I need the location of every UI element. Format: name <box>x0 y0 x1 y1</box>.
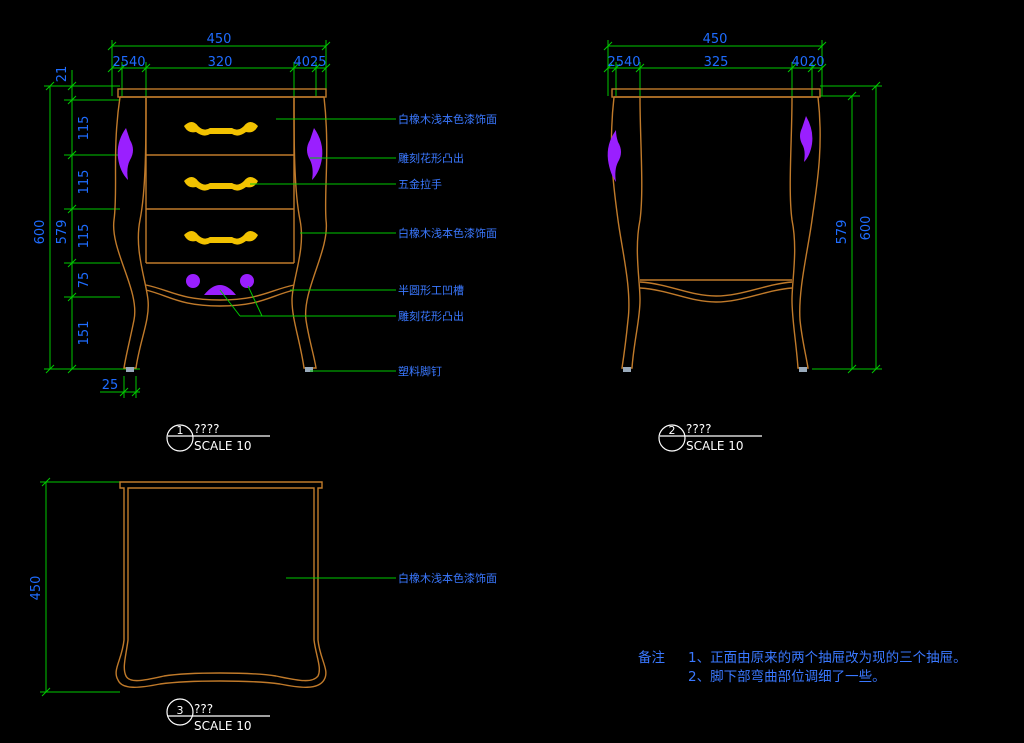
dim-total-600: 600 <box>33 220 48 245</box>
view-label-2: 2 ???? SCALE 10 <box>658 422 762 453</box>
front-elevation-view: 450 2540 320 4025 21 115 115 115 75 151 … <box>33 32 497 453</box>
dim-overall-width: 450 <box>207 32 232 47</box>
dim-total-579: 579 <box>55 220 70 245</box>
dim-drawer3-115: 115 <box>77 224 92 249</box>
view-scale-2: SCALE 10 <box>686 439 744 453</box>
plan-outline <box>115 481 327 688</box>
front-left-dimensions: 21 115 115 115 75 151 600 579 25 <box>33 66 141 398</box>
note-carving-2: 雕刻花形凸出 <box>398 309 464 323</box>
note-foot-pad: 塑料脚钉 <box>398 364 442 378</box>
drawer-handles <box>184 122 258 245</box>
side-dim-600: 600 <box>859 216 874 241</box>
front-top-dimensions: 450 2540 320 4025 <box>107 32 331 100</box>
dim-drawer2-115: 115 <box>77 170 92 195</box>
plan-dim-450: 450 <box>29 576 44 601</box>
side-dim-right-segment: 4020 <box>791 55 824 70</box>
handle-1-icon <box>184 122 258 136</box>
dim-legs-151: 151 <box>77 321 92 346</box>
plan-dimensions: 450 <box>29 477 120 697</box>
note-finish-1: 白橡木浅本色漆饰面 <box>398 112 497 126</box>
view-number-1: 1 <box>177 424 184 437</box>
side-dim-left-segment: 2540 <box>607 55 640 70</box>
handle-2-icon <box>184 177 258 191</box>
dim-drawer1-115: 115 <box>77 116 92 141</box>
dim-top-21: 21 <box>55 66 70 83</box>
handle-3-icon <box>184 231 258 245</box>
remarks-line-1: 1、正面由原来的两个抽屉改为现的三个抽屉。 <box>688 650 967 666</box>
view-label-3: 3 ??? SCALE 10 <box>166 698 270 733</box>
remarks-prefix: 备注 <box>638 649 665 666</box>
carved-ornaments <box>117 128 323 295</box>
note-finish-2: 白橡木浅本色漆饰面 <box>398 226 497 240</box>
view-number-3: 3 <box>177 704 184 717</box>
side-elevation-view: 450 2540 325 4020 579 600 <box>603 32 882 453</box>
view-title-1: ???? <box>194 422 219 436</box>
remarks-line-2: 2、脚下部弯曲部位调细了一些。 <box>688 668 886 685</box>
note-handle: 五金拉手 <box>398 177 442 191</box>
front-leaders: 白橡木浅本色漆饰面 雕刻花形凸出 五金拉手 白橡木浅本色漆饰面 半圆形工凹槽 雕… <box>219 112 497 378</box>
view-label-1: 1 ???? SCALE 10 <box>166 422 270 453</box>
plan-leader: 白橡木浅本色漆饰面 <box>286 571 497 585</box>
side-top-dimensions: 450 2540 325 4020 <box>603 32 827 100</box>
view-scale-1: SCALE 10 <box>194 439 252 453</box>
plan-note-finish: 白橡木浅本色漆饰面 <box>398 571 497 585</box>
dim-foot-25: 25 <box>102 378 119 393</box>
dim-apron-75: 75 <box>77 272 92 289</box>
note-groove: 半圆形工凹槽 <box>398 283 464 297</box>
side-dim-middle-segment: 325 <box>704 55 729 70</box>
plan-view: 450 白橡木浅本色漆饰面 3 ??? SCALE 10 <box>29 477 497 733</box>
side-cabinet-outline <box>607 88 821 372</box>
dim-middle-segment: 320 <box>208 55 233 70</box>
view-title-3: ??? <box>194 702 213 716</box>
view-scale-3: SCALE 10 <box>194 719 252 733</box>
view-title-2: ???? <box>686 422 711 436</box>
side-dim-579: 579 <box>835 220 850 245</box>
side-right-dimensions: 579 600 <box>812 81 882 374</box>
dim-left-segment: 2540 <box>112 55 145 70</box>
side-dim-overall-width: 450 <box>703 32 728 47</box>
note-carving-1: 雕刻花形凸出 <box>398 151 464 165</box>
front-cabinet-outline <box>112 88 328 372</box>
remarks-block: 备注 1、正面由原来的两个抽屉改为现的三个抽屉。 2、脚下部弯曲部位调细了一些。 <box>638 649 967 685</box>
dim-right-segment: 4025 <box>293 55 326 70</box>
view-number-2: 2 <box>669 424 676 437</box>
